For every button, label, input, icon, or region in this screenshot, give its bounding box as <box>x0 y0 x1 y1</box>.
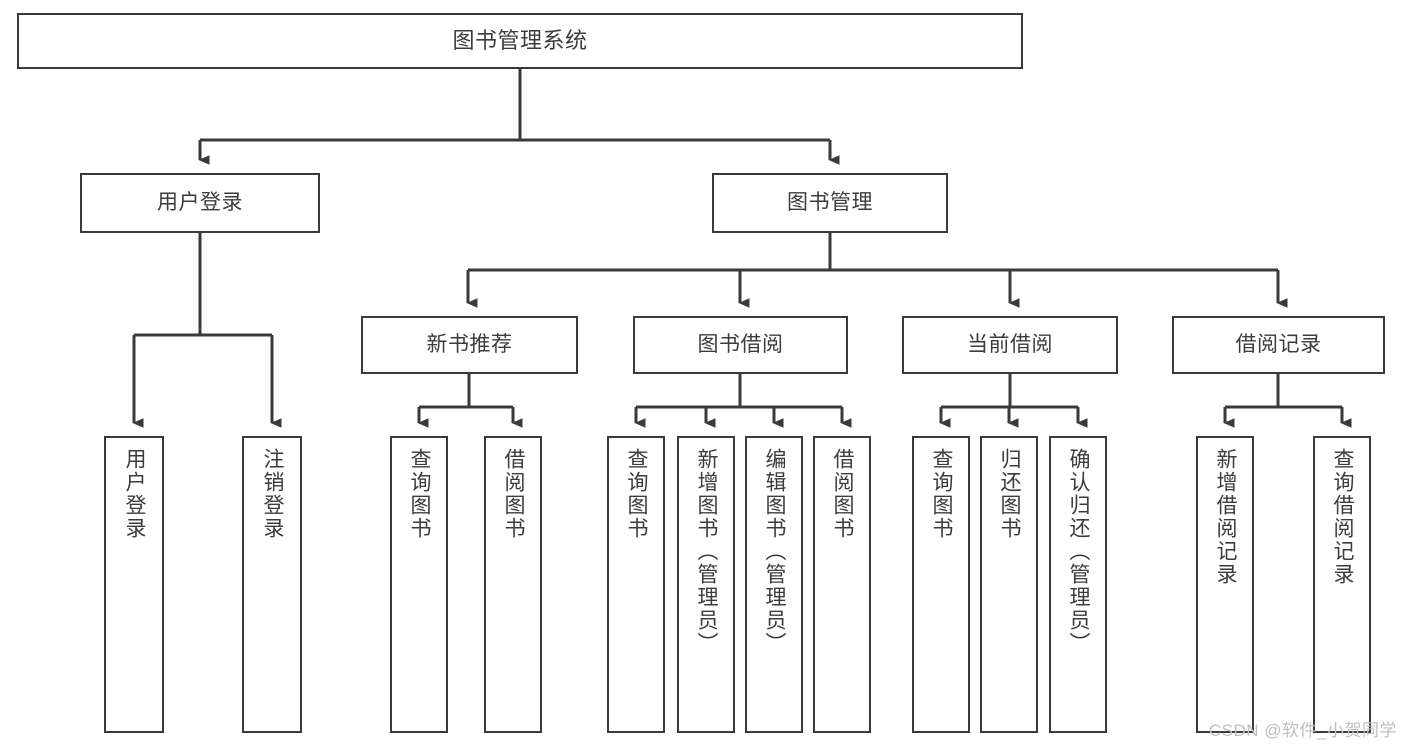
node-leaf-confirm-return[interactable]: 确认归还（管理员） <box>1049 436 1107 733</box>
node-user-login-label: 用户登录 <box>157 190 243 214</box>
node-leaf-add-record[interactable]: 新增借阅记录 <box>1196 436 1254 733</box>
node-book-borrow-label: 图书借阅 <box>697 332 784 356</box>
node-leaf-query-record-label: 查询借阅记录 <box>1331 448 1355 586</box>
node-leaf-confirm-return-label: 确认归还（管理员） <box>1067 448 1091 655</box>
node-root[interactable]: 图书管理系统 <box>17 13 1023 69</box>
node-leaf-borrow-book-2[interactable]: 借阅图书 <box>813 436 871 733</box>
node-leaf-query-book-2[interactable]: 查询图书 <box>607 436 665 733</box>
node-leaf-add-book[interactable]: 新增图书（管理员） <box>677 436 735 733</box>
node-leaf-borrow-book-1[interactable]: 借阅图书 <box>484 436 542 733</box>
node-leaf-return-book[interactable]: 归还图书 <box>980 436 1038 733</box>
node-book-borrow[interactable]: 图书借阅 <box>633 316 848 374</box>
watermark: CSDN @软件_小贺同学 <box>1208 721 1397 740</box>
node-new-book-recommend[interactable]: 新书推荐 <box>361 316 578 374</box>
node-root-label: 图书管理系统 <box>452 28 588 54</box>
node-leaf-logout-label: 注销登录 <box>261 448 285 540</box>
node-book-management-label: 图书管理 <box>787 190 873 214</box>
node-leaf-return-book-label: 归还图书 <box>998 448 1022 540</box>
node-leaf-query-book-1-label: 查询图书 <box>408 448 432 540</box>
node-book-management[interactable]: 图书管理 <box>712 173 948 233</box>
node-leaf-edit-book-label: 编辑图书（管理员） <box>763 448 787 655</box>
node-new-book-recommend-label: 新书推荐 <box>426 332 513 356</box>
node-leaf-query-book-1[interactable]: 查询图书 <box>390 436 448 733</box>
node-leaf-query-book-3[interactable]: 查询图书 <box>912 436 970 733</box>
node-leaf-borrow-book-1-label: 借阅图书 <box>502 448 526 540</box>
node-current-borrow-label: 当前借阅 <box>967 332 1053 356</box>
node-leaf-query-book-2-label: 查询图书 <box>625 448 649 540</box>
node-leaf-query-book-3-label: 查询图书 <box>930 448 954 540</box>
node-current-borrow[interactable]: 当前借阅 <box>902 316 1118 374</box>
node-leaf-add-book-label: 新增图书（管理员） <box>695 448 719 655</box>
node-leaf-logout[interactable]: 注销登录 <box>242 436 302 733</box>
node-borrow-record-label: 借阅记录 <box>1235 332 1322 356</box>
node-leaf-user-login[interactable]: 用户登录 <box>104 436 164 733</box>
node-leaf-add-record-label: 新增借阅记录 <box>1214 448 1238 586</box>
node-user-login[interactable]: 用户登录 <box>80 173 320 233</box>
node-leaf-user-login-label: 用户登录 <box>123 448 147 540</box>
node-borrow-record[interactable]: 借阅记录 <box>1172 316 1385 374</box>
node-leaf-query-record[interactable]: 查询借阅记录 <box>1313 436 1371 733</box>
node-leaf-borrow-book-2-label: 借阅图书 <box>831 448 855 540</box>
node-leaf-edit-book[interactable]: 编辑图书（管理员） <box>745 436 803 733</box>
